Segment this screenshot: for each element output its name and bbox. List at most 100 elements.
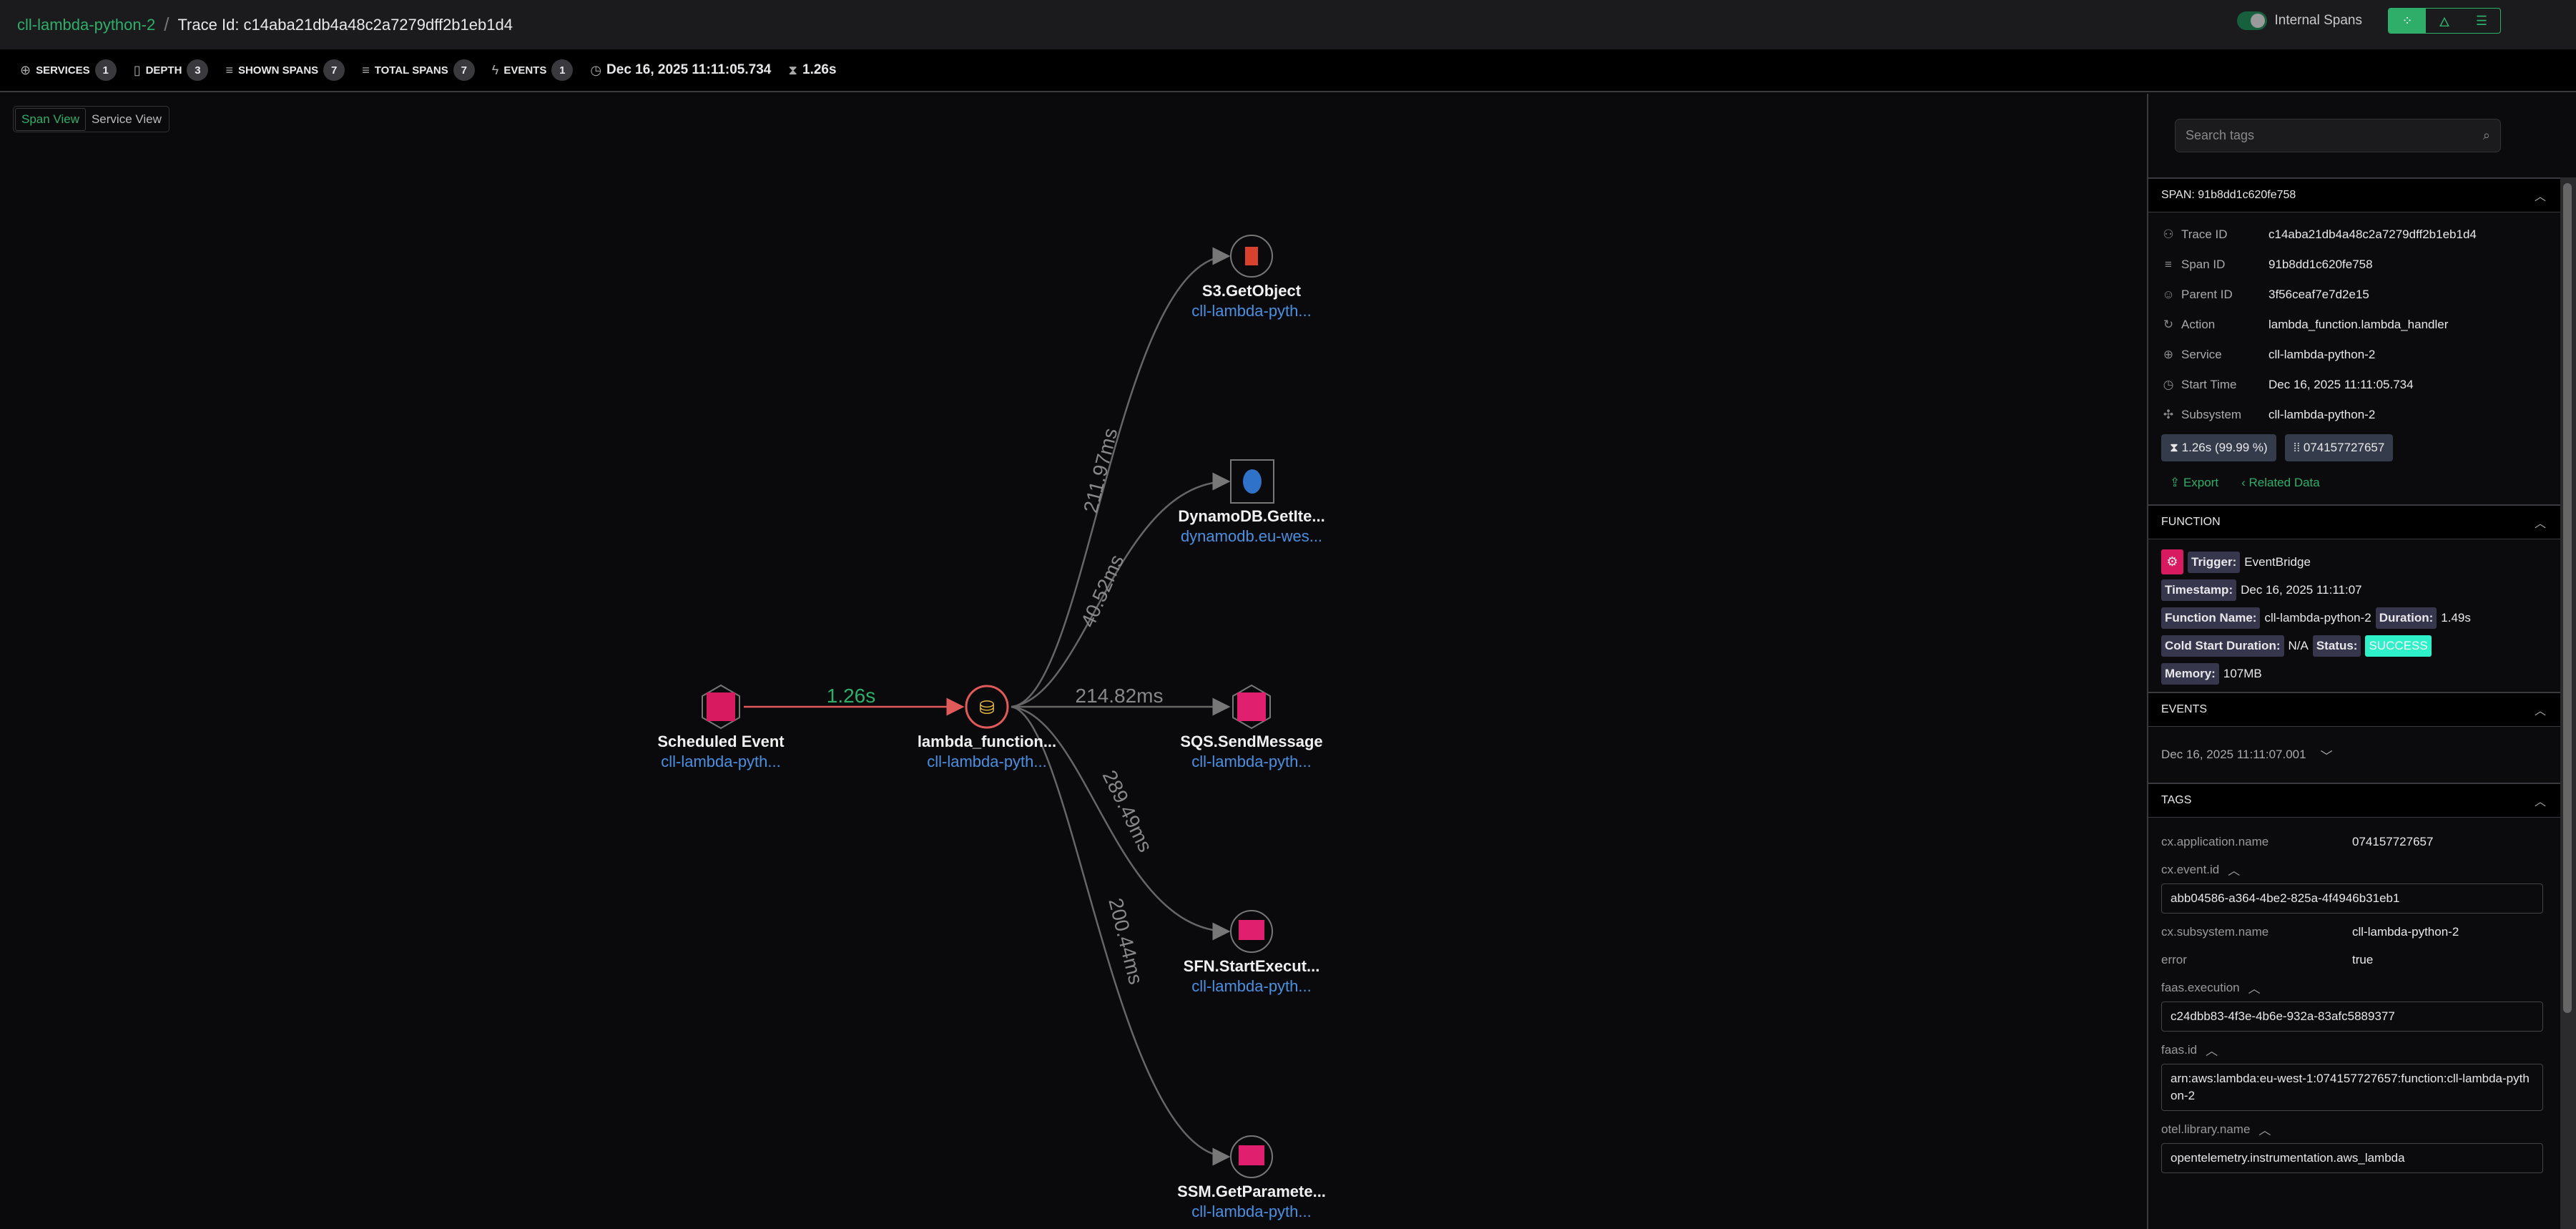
node-s3[interactable] — [1230, 235, 1273, 278]
related-data-label: Related Data — [2248, 476, 2320, 489]
field-label: Service — [2181, 348, 2222, 361]
services-count: 1 — [94, 59, 117, 81]
cold-start-label: Cold Start Duration: — [2161, 635, 2284, 657]
edge-label: 40.52ms — [1076, 552, 1128, 631]
tag-value: true — [2352, 952, 2374, 966]
duration-chip-text: 1.26s (99.99 %) — [2181, 441, 2268, 454]
node-subtitle: cll-lambda-pyth... — [1191, 977, 1312, 995]
tag-key: faas.id — [2161, 1042, 2198, 1057]
tags-section-header[interactable]: TAGS ︿ — [2148, 783, 2560, 818]
edge-label: 211.97ms — [1079, 426, 1121, 515]
field-label: Trace ID — [2181, 227, 2228, 241]
internal-spans-toggle[interactable] — [2237, 11, 2268, 30]
export-button[interactable]: ⇪ Export — [2170, 476, 2219, 489]
view-mode-group: ⁘ 🜂 ☰ — [2388, 8, 2501, 34]
spans-icon: ≡ — [362, 62, 370, 77]
tag-value-box[interactable]: arn:aws:lambda:eu-west-1:074157727657:fu… — [2161, 1064, 2543, 1111]
status-label: Status: — [2312, 635, 2361, 657]
event-item[interactable]: Dec 16, 2025 11:11:07.001 ﹀ — [2148, 727, 2560, 783]
node-title: DynamoDB.GetIte... — [1178, 507, 1324, 525]
tag-key: error — [2161, 952, 2187, 966]
trace-icon: ⚇ — [2163, 227, 2174, 241]
clock-icon: ◷ — [590, 62, 602, 77]
tab-service-view[interactable]: Service View — [91, 112, 162, 126]
trigger-label: Trigger: — [2188, 551, 2241, 573]
chevron-down-icon: ﹀ — [2320, 749, 2333, 763]
trigger-value: EventBridge — [2244, 554, 2311, 569]
scrollbar[interactable] — [2560, 177, 2576, 1229]
spans-icon: ≡ — [225, 62, 233, 77]
lightning-icon: ϟ — [491, 62, 499, 77]
events-section-header[interactable]: EVENTS︿ — [2148, 692, 2560, 727]
span-section-header[interactable]: SPAN: 91b8dd1c620fe758 ︿ — [2148, 177, 2560, 212]
export-label: Export — [2183, 476, 2219, 489]
globe-icon: ⊕ — [20, 62, 31, 77]
duration-value: 1.49s — [2441, 610, 2471, 625]
chevron-up-icon[interactable]: ︿ — [2248, 982, 2261, 996]
search-tags-input[interactable]: Search tags⌕ — [2175, 119, 2501, 152]
node-subtitle: cll-lambda-pyth... — [927, 753, 1047, 770]
chevron-up-icon: ︿ — [2534, 796, 2546, 808]
node-dynamodb[interactable] — [1230, 459, 1274, 504]
tab-span-view[interactable]: Span View — [15, 107, 86, 131]
node-subtitle: cll-lambda-pyth... — [661, 753, 781, 770]
account-chip-text: 074157727657 — [2303, 441, 2385, 454]
function-section-header[interactable]: FUNCTION︿ — [2148, 504, 2560, 539]
node-sfn[interactable] — [1230, 910, 1273, 953]
start-time: Dec 16, 2025 11:11:05.734 — [606, 62, 772, 77]
chevron-up-icon[interactable]: ︿ — [2206, 1044, 2218, 1058]
refresh-icon: ↻ — [2163, 318, 2174, 331]
flame-view-icon[interactable]: 🜂 — [2439, 14, 2450, 29]
breadcrumb-separator: / — [164, 14, 169, 35]
chevron-up-icon: ︿ — [2534, 705, 2546, 718]
node-sqs[interactable] — [1232, 684, 1271, 730]
tag-value-box[interactable]: abb04586-a364-4be2-825a-4f4946b31eb1 — [2161, 883, 2543, 914]
tag-key: cx.application.name — [2161, 834, 2269, 848]
tag-value-box[interactable]: c24dbb83-4f3e-4b6e-932a-83afc5889377 — [2161, 1002, 2543, 1032]
status-badge: SUCCESS — [2365, 635, 2432, 657]
list-view-icon[interactable]: ☰ — [2475, 13, 2488, 28]
node-scheduled-event[interactable] — [702, 684, 740, 730]
view-switch: Span View Service View — [13, 106, 169, 132]
account-chip: ⁞⁞ 074157727657 — [2284, 434, 2394, 461]
tags-header-title: TAGS — [2161, 794, 2192, 806]
chevron-up-icon: ︿ — [2534, 191, 2546, 203]
node-ssm[interactable] — [1230, 1135, 1273, 1178]
subsystem-value: cll-lambda-python-2 — [2268, 408, 2376, 421]
page-title: Trace Id: c14aba21db4a48c2a7279dff2b1eb1… — [177, 15, 513, 34]
file-icon: ▯ — [133, 62, 141, 77]
tag-value: cll-lambda-python-2 — [2352, 924, 2459, 939]
eventbridge-icon — [707, 692, 735, 721]
node-subtitle: dynamodb.eu-wes... — [1181, 527, 1322, 545]
shown-spans-label: SHOWN SPANS — [237, 64, 319, 77]
sqs-icon — [1237, 692, 1266, 721]
span-header-title: SPAN: 91b8dd1c620fe758 — [2161, 189, 2296, 201]
services-label: SERVICES — [36, 64, 90, 77]
edge-label: 214.82ms — [1076, 685, 1164, 707]
tag-value-box[interactable]: opentelemetry.instrumentation.aws_lambda — [2161, 1143, 2543, 1173]
span-details-panel: Search tags⌕ SPAN: 91b8dd1c620fe758 ︿ ⚇ Tr… — [2147, 94, 2576, 1229]
chevron-up-icon[interactable]: ︿ — [2228, 864, 2241, 878]
breadcrumb-service[interactable]: cll-lambda-python-2 — [17, 15, 156, 34]
node-title: lambda_function... — [918, 733, 1056, 750]
chevron-up-icon[interactable]: ︿ — [2258, 1124, 2271, 1137]
edge-lambda-dynamodb — [1011, 472, 1231, 708]
node-lambda[interactable]: ⛁ — [965, 685, 1009, 729]
function-header-title: FUNCTION — [2161, 516, 2221, 528]
tag-key: otel.library.name — [2161, 1122, 2251, 1136]
related-data-button[interactable]: ‹ Related Data — [2241, 476, 2320, 489]
tag-key: cx.subsystem.name — [2161, 924, 2269, 939]
edge-lambda-sfn — [1011, 705, 1231, 941]
node-title: SFN.StartExecut... — [1184, 957, 1320, 975]
clock-icon: ◷ — [2163, 378, 2174, 391]
field-label: Start Time — [2181, 378, 2237, 391]
node-title: SQS.SendMessage — [1180, 733, 1322, 750]
eventbridge-icon: ⚙ — [2161, 549, 2183, 574]
globe-icon: ⊕ — [2163, 348, 2174, 361]
graph-view-icon[interactable]: ⁘ — [2389, 9, 2426, 33]
depth-count: 3 — [187, 59, 209, 81]
node-title: Scheduled Event — [657, 733, 785, 750]
duration-label: Duration: — [2375, 607, 2437, 629]
event-timestamp: Dec 16, 2025 11:11:07.001 — [2161, 748, 2306, 761]
